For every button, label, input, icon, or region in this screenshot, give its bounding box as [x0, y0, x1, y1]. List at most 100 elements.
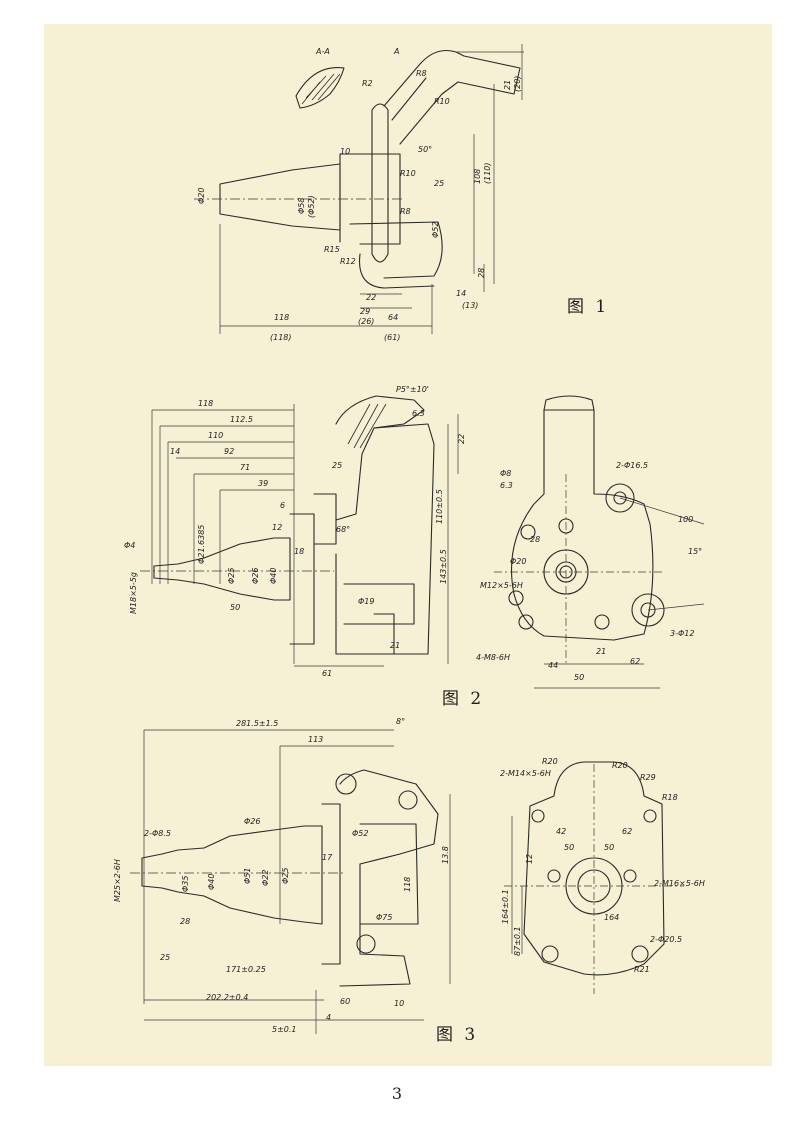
- svg-text:P5°±10': P5°±10': [396, 385, 429, 394]
- svg-text:2-M14×5-6H: 2-M14×5-6H: [500, 769, 551, 778]
- svg-text:Φ51: Φ51: [243, 868, 252, 884]
- svg-text:A-A: A-A: [315, 47, 330, 56]
- svg-text:A: A: [393, 47, 399, 56]
- svg-text:64: 64: [388, 313, 398, 322]
- svg-text:2-M16×5-6H: 2-M16×5-6H: [654, 879, 705, 888]
- svg-text:Φ58: Φ58: [297, 198, 306, 214]
- svg-text:202.2±0.4: 202.2±0.4: [206, 993, 248, 1002]
- svg-text:Φ22: Φ22: [261, 870, 270, 886]
- svg-text:12: 12: [272, 523, 282, 532]
- svg-text:112.5: 112.5: [230, 415, 253, 424]
- svg-text:4: 4: [326, 1013, 331, 1022]
- svg-text:Φ52: Φ52: [352, 829, 368, 838]
- svg-text:113: 113: [308, 735, 323, 744]
- svg-text:61: 61: [322, 669, 332, 678]
- svg-text:2-Φ20.5: 2-Φ20.5: [650, 935, 682, 944]
- svg-text:M18×5-5g: M18×5-5g: [129, 572, 138, 614]
- scanned-page: A-A A R2 R8 R10 10 50° R10 25 Φ58 (Φ52) …: [44, 24, 772, 1066]
- figure-3-label: 图 3: [436, 1025, 479, 1045]
- svg-text:171±0.25: 171±0.25: [226, 965, 266, 974]
- svg-text:110: 110: [208, 431, 223, 440]
- svg-text:25: 25: [160, 953, 170, 962]
- svg-text:62: 62: [622, 827, 632, 836]
- svg-text:4-M8-6H: 4-M8-6H: [476, 653, 510, 662]
- svg-text:12: 12: [525, 854, 534, 864]
- svg-text:25: 25: [332, 461, 342, 470]
- svg-text:R8: R8: [400, 207, 411, 216]
- svg-text:Φ20: Φ20: [510, 557, 526, 566]
- svg-text:108: 108: [473, 169, 482, 184]
- svg-text:Φ25: Φ25: [227, 568, 236, 584]
- svg-text:8°: 8°: [396, 717, 405, 726]
- svg-text:Φ40: Φ40: [207, 874, 216, 890]
- svg-text:M25×2-6H: M25×2-6H: [113, 859, 122, 902]
- svg-text:42: 42: [556, 827, 566, 836]
- svg-text:50: 50: [604, 843, 614, 852]
- svg-text:50: 50: [564, 843, 574, 852]
- svg-text:28: 28: [180, 917, 190, 926]
- svg-text:(20): (20): [513, 76, 522, 92]
- svg-text:164: 164: [604, 913, 619, 922]
- svg-text:50°: 50°: [418, 145, 432, 154]
- svg-text:28: 28: [530, 535, 540, 544]
- svg-text:22: 22: [457, 434, 466, 444]
- svg-text:R2: R2: [362, 79, 373, 88]
- svg-text:Φ20: Φ20: [197, 188, 206, 204]
- svg-text:62: 62: [630, 657, 640, 666]
- svg-text:87±0.1: 87±0.1: [513, 926, 522, 956]
- figure-2-side-view: 118 112.5 110 92 71 39 14 6 12 18 M18×5-…: [124, 385, 466, 678]
- svg-text:Φ40: Φ40: [269, 568, 278, 584]
- svg-text:100: 100: [678, 515, 693, 524]
- svg-text:15°: 15°: [688, 547, 702, 556]
- svg-text:Φ21.6385: Φ21.6385: [197, 525, 206, 564]
- svg-text:10: 10: [340, 147, 350, 156]
- svg-text:Φ4: Φ4: [124, 541, 135, 550]
- svg-text:(118): (118): [270, 333, 292, 342]
- svg-text:50: 50: [230, 603, 240, 612]
- figure-2-label: 图 2: [442, 689, 485, 709]
- figure-1-label: 图 1: [567, 297, 610, 317]
- svg-text:R10: R10: [400, 169, 416, 178]
- figure-2-front-view: 2-Φ16.5 100 15° Φ8 6.3 Φ20 28 M12×5-6H 4…: [476, 395, 705, 689]
- svg-text:3-Φ12: 3-Φ12: [670, 629, 694, 638]
- figure-3-front-view: 2-M14×5-6H R20 R20 R29 R18 42 62 50 50 2…: [500, 757, 705, 994]
- svg-text:R18: R18: [662, 793, 678, 802]
- svg-text:R20: R20: [542, 757, 558, 766]
- figure-1-drawing: A-A A R2 R8 R10 10 50° R10 25 Φ58 (Φ52) …: [194, 44, 524, 342]
- svg-text:71: 71: [240, 463, 250, 472]
- svg-text:R8: R8: [416, 69, 427, 78]
- svg-text:Φ26: Φ26: [244, 817, 260, 826]
- svg-text:13.8: 13.8: [441, 846, 450, 864]
- svg-text:21: 21: [596, 647, 606, 656]
- svg-text:50: 50: [574, 673, 584, 682]
- svg-text:21: 21: [503, 80, 512, 90]
- svg-text:6.3: 6.3: [412, 409, 425, 418]
- svg-text:18: 18: [294, 547, 304, 556]
- svg-text:17: 17: [322, 853, 333, 862]
- svg-text:Φ35: Φ35: [181, 876, 190, 892]
- svg-text:Φ25: Φ25: [281, 868, 290, 884]
- svg-text:118: 118: [198, 399, 213, 408]
- svg-text:R29: R29: [640, 773, 656, 782]
- svg-text:Φ75: Φ75: [376, 913, 392, 922]
- svg-text:92: 92: [224, 447, 234, 456]
- svg-text:(110): (110): [483, 162, 492, 184]
- svg-text:281.5±1.5: 281.5±1.5: [236, 719, 278, 728]
- figure-3-side-view: 281.5±1.5 8° 113 2-Φ8.5 M25×2-6H Φ35 Φ40…: [113, 717, 451, 1034]
- svg-text:(26): (26): [358, 317, 374, 326]
- svg-text:M12×5-6H: M12×5-6H: [480, 581, 523, 590]
- technical-drawings: A-A A R2 R8 R10 10 50° R10 25 Φ58 (Φ52) …: [113, 44, 705, 1034]
- svg-text:R10: R10: [434, 97, 450, 106]
- svg-text:118: 118: [274, 313, 289, 322]
- svg-text:39: 39: [258, 479, 268, 488]
- svg-text:Φ26: Φ26: [251, 568, 260, 584]
- svg-text:118: 118: [403, 877, 412, 892]
- svg-text:164±0.1: 164±0.1: [501, 889, 510, 924]
- svg-text:6: 6: [280, 501, 285, 510]
- svg-text:28: 28: [477, 268, 486, 278]
- svg-text:6.3: 6.3: [500, 481, 513, 490]
- svg-text:R21: R21: [634, 965, 650, 974]
- svg-text:14: 14: [456, 289, 466, 298]
- svg-text:29: 29: [360, 307, 370, 316]
- svg-text:44: 44: [548, 661, 558, 670]
